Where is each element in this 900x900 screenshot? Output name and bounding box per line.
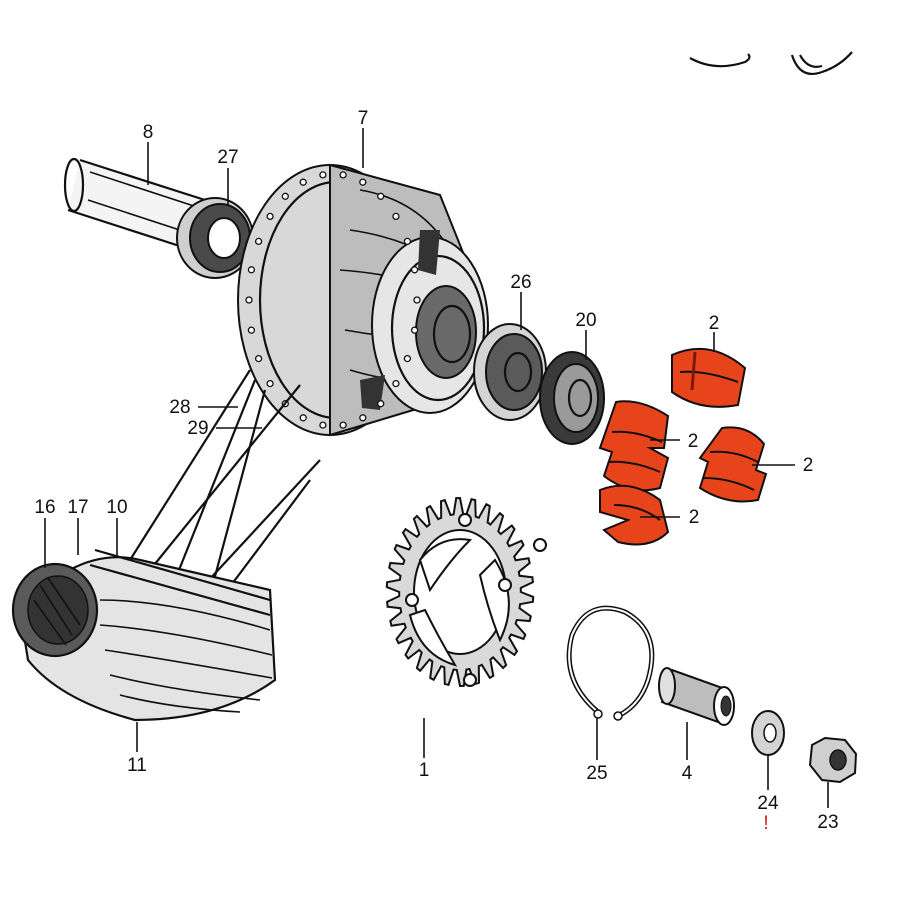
spoke-hole <box>410 266 419 274</box>
damper-rubber-middle-right <box>698 426 768 503</box>
callout-11: 11 <box>127 755 147 776</box>
callout-24: 24 <box>757 793 779 814</box>
spoke-hole <box>247 326 256 334</box>
wheel-hub-part <box>237 163 489 437</box>
callout-16: 16 <box>34 497 55 518</box>
spoke-hole <box>266 212 274 221</box>
callout-7: 7 <box>358 108 369 129</box>
callout-26: 26 <box>510 272 531 293</box>
callout-17: 17 <box>67 497 88 518</box>
damper-rubber-top <box>671 347 747 408</box>
callout-28: 28 <box>169 397 190 418</box>
marker-exclamation: ! <box>763 813 768 834</box>
spoke-hole <box>392 379 400 388</box>
spoke-hole <box>339 171 347 179</box>
dust-seal-part <box>539 351 605 445</box>
spoke-hole <box>281 192 289 200</box>
spoke-hole <box>403 237 412 246</box>
circlip-part <box>566 605 655 721</box>
spoke-hole <box>377 400 385 408</box>
spoke-hole <box>299 178 307 186</box>
spoke-hole <box>403 354 412 363</box>
leader-lines <box>44 128 829 808</box>
spoke-hole <box>266 379 274 388</box>
hub-spoke-holes <box>245 171 421 429</box>
callout-2-bottom: 2 <box>689 507 700 528</box>
spoke-hole <box>319 421 327 429</box>
tire-and-rim-part <box>11 548 277 722</box>
spoke-hole <box>413 296 421 304</box>
sprocket-part <box>385 496 547 688</box>
callout-1: 1 <box>419 760 430 781</box>
callout-29: 29 <box>187 418 208 439</box>
spoke-hole <box>410 326 419 334</box>
washer-part <box>751 710 785 756</box>
spoke-hole <box>359 178 367 186</box>
callout-27: 27 <box>217 147 238 168</box>
callout-4: 4 <box>682 763 693 784</box>
callout-labels: 8 27 7 26 20 2 2 2 2 28 29 16 17 10 11 1… <box>34 108 838 834</box>
axle-collar-part <box>658 667 735 726</box>
callout-2-top: 2 <box>709 313 720 334</box>
callout-25: 25 <box>586 763 607 784</box>
axle-sleeve-part <box>63 157 206 252</box>
callout-23: 23 <box>817 812 838 833</box>
callout-20: 20 <box>575 310 596 331</box>
bearing-26-part <box>473 323 547 421</box>
bearing-27-part <box>176 197 254 279</box>
spoke-hole <box>247 266 256 274</box>
spoke-hole <box>359 414 367 422</box>
spoke-hole <box>339 421 347 429</box>
spoke-hole <box>377 192 385 200</box>
callout-10: 10 <box>106 497 127 518</box>
spoke-hole <box>392 212 400 221</box>
callout-8: 8 <box>143 122 154 143</box>
spoke-hole <box>254 354 263 363</box>
cropped-part-fragment <box>689 51 853 76</box>
spoke-hole <box>254 237 263 246</box>
spoke-hole <box>299 414 307 422</box>
damper-rubber-bottom <box>599 484 670 546</box>
damper-rubber-middle-left <box>598 400 670 492</box>
spoke-hole <box>245 296 253 304</box>
spoke-hole <box>319 171 327 179</box>
spokes <box>129 369 321 601</box>
callout-2-middle-right: 2 <box>803 455 814 476</box>
callout-2-middle-left: 2 <box>688 431 699 452</box>
nut-part <box>808 736 858 784</box>
